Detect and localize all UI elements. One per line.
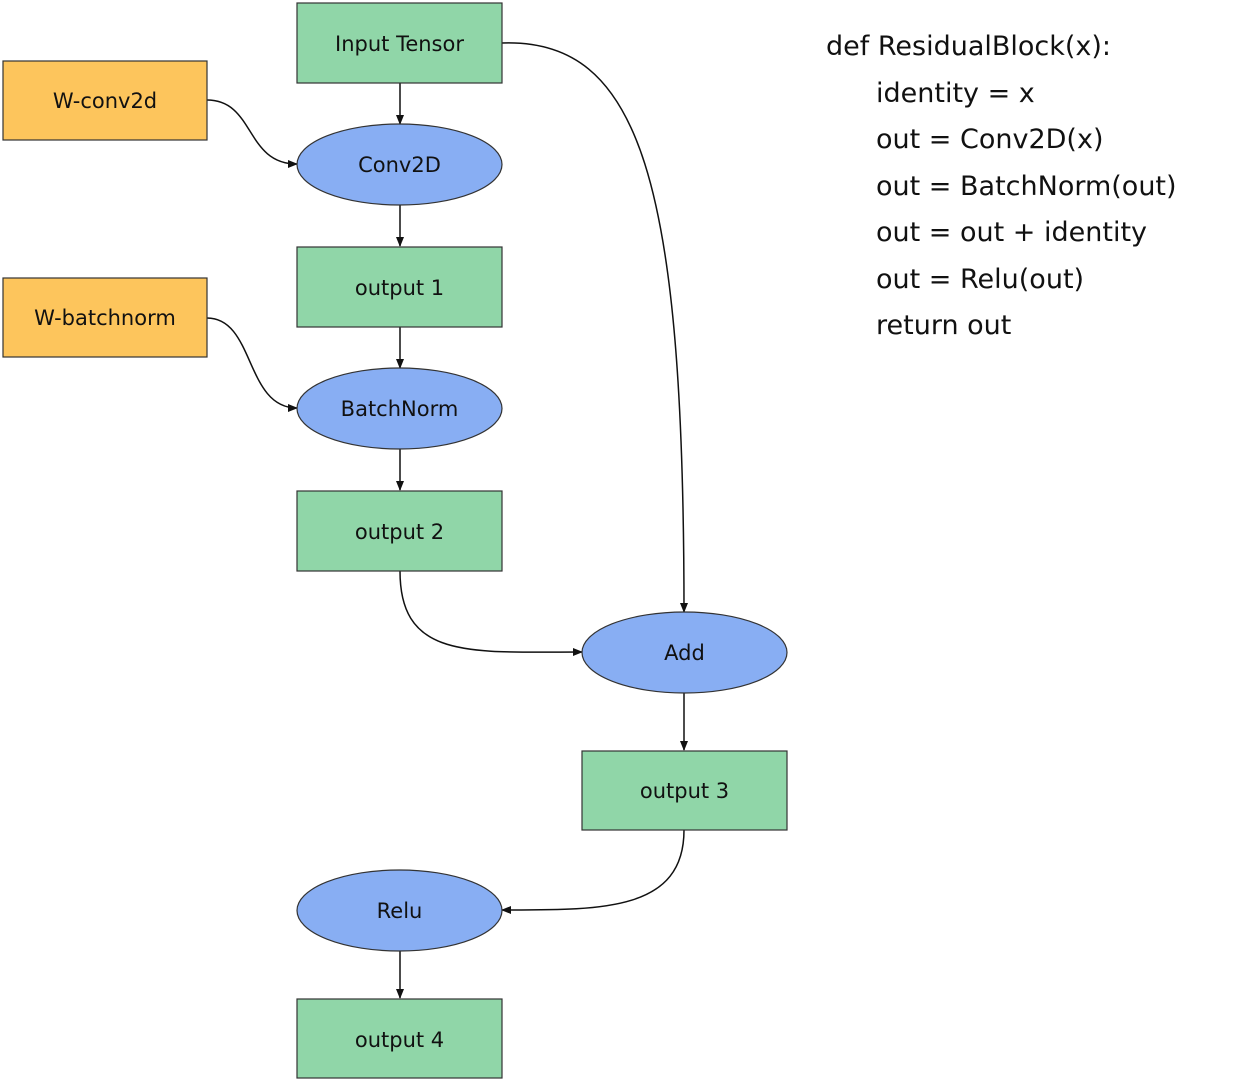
- batchnorm-ellipse: [296, 367, 503, 450]
- code-signature: def ResidualBlock(x):: [826, 31, 1112, 62]
- output-2-label: output 2: [355, 520, 444, 544]
- code-line-3: out = BatchNorm(out): [876, 170, 1177, 202]
- add-ellipse: [581, 611, 788, 694]
- edge-output3-to-relu: [501, 829, 685, 915]
- input-tensor-label: Input Tensor: [335, 32, 464, 56]
- relu-label: Relu: [377, 899, 423, 923]
- node-conv2d: Conv2D: [296, 123, 503, 206]
- node-w-batchnorm: W-batchnorm: [2, 277, 208, 358]
- node-add: Add: [581, 611, 788, 694]
- node-output-2: output 2: [296, 490, 503, 572]
- conv2d-label: Conv2D: [358, 153, 441, 177]
- add-label: Add: [664, 641, 705, 665]
- node-output-4: output 4: [296, 998, 503, 1079]
- edges: [206, 42, 688, 999]
- w-conv2d-box: [2, 60, 208, 141]
- w-batchnorm-box: [2, 277, 208, 358]
- node-relu: Relu: [296, 869, 503, 952]
- node-w-conv2d: W-conv2d: [2, 60, 208, 141]
- code-line-5: out = Relu(out): [876, 263, 1085, 295]
- output-3-box: [581, 750, 788, 831]
- edge-wconv2d-to-conv2d: [206, 99, 298, 168]
- edge-input-to-add: [501, 42, 688, 613]
- output-3-label: output 3: [640, 779, 729, 803]
- code-line-2: out = Conv2D(x): [876, 124, 1104, 155]
- code-line-6: return out: [876, 310, 1012, 341]
- code-line-4: out = out + identity: [876, 217, 1148, 248]
- node-input-tensor: Input Tensor: [296, 2, 503, 84]
- output-1-label: output 1: [355, 276, 444, 300]
- node-output-1: output 1: [296, 246, 503, 328]
- output-4-label: output 4: [355, 1028, 444, 1052]
- conv2d-ellipse: [296, 123, 503, 206]
- code-line-1: identity = x: [876, 77, 1035, 109]
- output-1-box: [296, 246, 503, 328]
- relu-ellipse: [296, 869, 503, 952]
- node-output-3: output 3: [581, 750, 788, 831]
- w-batchnorm-label: W-batchnorm: [34, 306, 176, 330]
- code-block: def ResidualBlock(x): identity = x out =…: [826, 24, 1177, 350]
- edge-output2-to-add: [399, 570, 583, 657]
- output-4-box: [296, 998, 503, 1079]
- node-batchnorm: BatchNorm: [296, 367, 503, 450]
- w-conv2d-label: W-conv2d: [53, 89, 157, 113]
- edge-wbatchnorm-to-batchnorm: [206, 317, 298, 412]
- input-tensor-box: [296, 2, 503, 84]
- batchnorm-label: BatchNorm: [341, 397, 459, 421]
- output-2-box: [296, 490, 503, 572]
